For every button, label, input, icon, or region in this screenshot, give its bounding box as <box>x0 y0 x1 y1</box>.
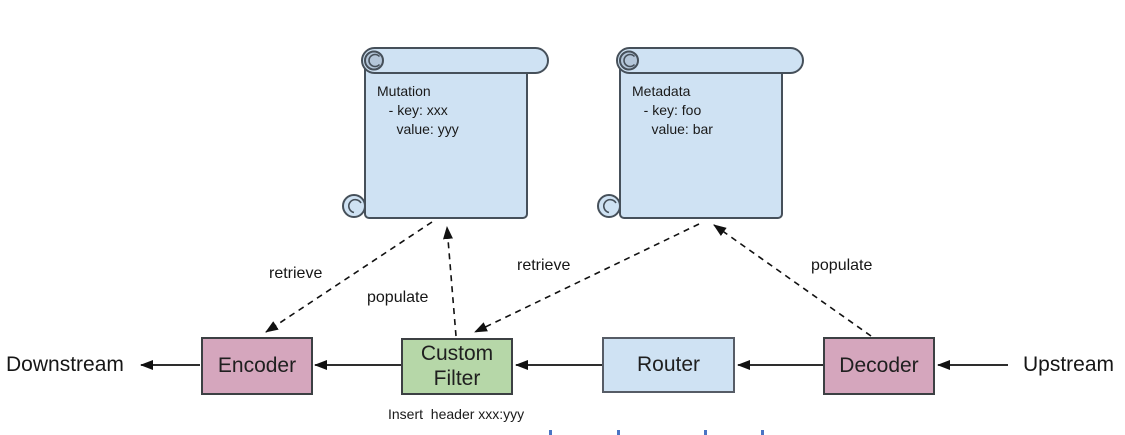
arrow-retrieve-mutation-to-encoder <box>265 221 433 333</box>
retrieve-encoder-label: retrieve <box>269 265 323 282</box>
custom-filter-label: Custom Filter <box>420 342 494 390</box>
arrow-retrieve-metadata-to-filter <box>474 223 700 333</box>
populate-mutation-label: populate <box>367 289 429 306</box>
router-label: Router <box>636 352 701 376</box>
retrieve-filter-label: retrieve <box>517 257 571 274</box>
mutation-scroll-text: Mutation - key: xxx value: yyy <box>377 83 459 137</box>
upstream-label: Upstream <box>1023 353 1115 376</box>
encoder-label: Encoder <box>217 353 297 377</box>
insert-header-caption: Insert header xxx:yyy <box>388 406 525 422</box>
clipped-blue-text <box>549 430 764 435</box>
populate-metadata-label: populate <box>811 257 873 274</box>
downstream-label: Downstream <box>6 353 124 376</box>
decoder-label: Decoder <box>839 353 919 377</box>
router-node: Router <box>602 337 735 393</box>
arrow-populate-decoder-to-metadata <box>713 224 872 337</box>
encoder-node: Encoder <box>201 337 313 395</box>
custom-filter-node: Custom Filter <box>401 338 513 395</box>
metadata-scroll-text: Metadata - key: foo value: bar <box>632 83 713 137</box>
decoder-node: Decoder <box>823 337 935 395</box>
arrow-populate-filter-to-mutation <box>443 226 457 337</box>
